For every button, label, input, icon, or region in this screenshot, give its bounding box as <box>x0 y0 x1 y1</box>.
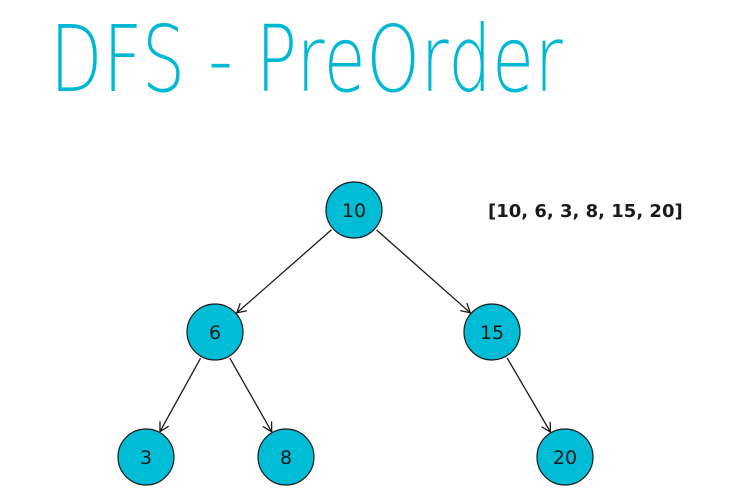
tree-nodes: 10 6 15 3 8 20 <box>117 181 594 486</box>
node-circle <box>536 428 594 486</box>
tree-node-10: 10 <box>325 181 383 239</box>
node-circle <box>117 428 175 486</box>
node-circle <box>186 303 244 361</box>
tree-node-6: 6 <box>186 303 244 361</box>
node-circle <box>463 303 521 361</box>
edge-15-to-20 <box>506 357 552 434</box>
traversal-result: [10, 6, 3, 8, 15, 20] <box>488 201 683 222</box>
edge-6-to-8 <box>229 357 273 433</box>
tree-edges <box>159 229 552 434</box>
tree-node-20: 20 <box>536 428 594 486</box>
slide-title: DFS - PreOrder <box>50 6 564 113</box>
node-label: 20 <box>553 447 577 469</box>
node-label: 10 <box>342 200 366 222</box>
node-label: 6 <box>209 322 221 344</box>
edge-10-to-15 <box>376 229 472 314</box>
tree-node-3: 3 <box>117 428 175 486</box>
tree-node-15: 15 <box>463 303 521 361</box>
node-label: 3 <box>140 447 152 469</box>
node-label: 8 <box>280 447 292 469</box>
tree-node-8: 8 <box>257 428 315 486</box>
edge-6-to-3 <box>159 357 202 433</box>
node-circle <box>257 428 315 486</box>
edge-10-to-6 <box>235 229 332 314</box>
node-label: 15 <box>480 322 504 344</box>
node-circle <box>325 181 383 239</box>
